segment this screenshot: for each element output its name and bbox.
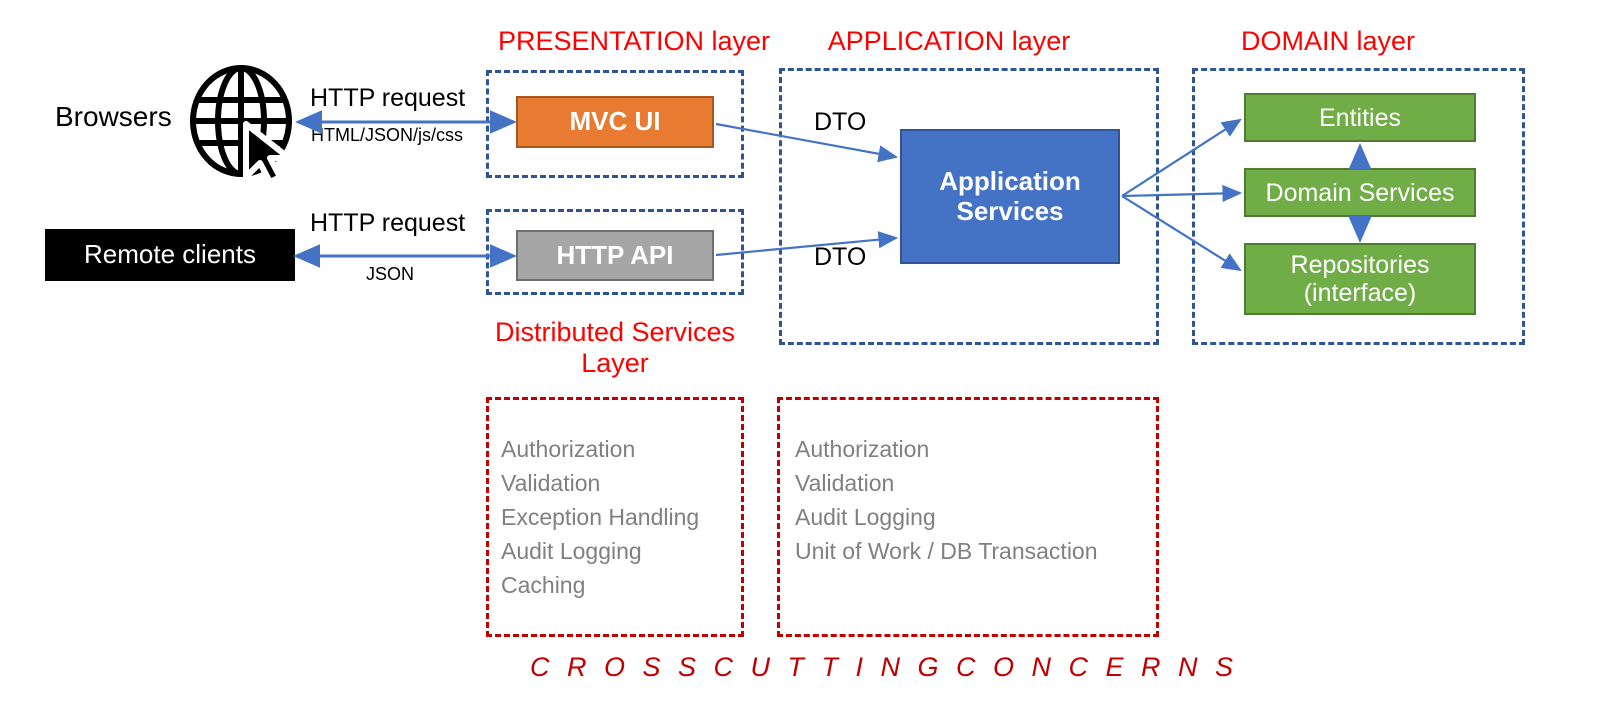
browser-response-label: HTML/JSON/js/css <box>311 125 464 145</box>
list-item: Audit Logging <box>795 504 936 531</box>
presentation-concerns-box <box>486 397 744 637</box>
list-item: Validation <box>501 470 601 497</box>
application-layer-title: APPLICATION layer <box>827 26 1071 56</box>
remote-clients-box: Remote clients <box>45 229 295 281</box>
remote-response-label: JSON <box>366 264 415 284</box>
list-item: Authorization <box>501 436 636 462</box>
dto-bottom-label: DTO <box>814 243 867 271</box>
domain-layer-title: DOMAIN layer <box>1240 26 1416 56</box>
list-item: Validation <box>795 470 895 497</box>
application-concerns-box <box>777 397 1159 637</box>
domain-services-box[interactable]: Domain Services <box>1244 168 1476 217</box>
repositories-line1: Repositories <box>1290 251 1430 279</box>
repositories-box[interactable]: Repositories (interface) <box>1244 243 1476 315</box>
application-services-line2: Services <box>956 195 1064 226</box>
list-item: Exception Handling <box>501 504 700 531</box>
cross-cutting-concerns-caption: C R O S S C U T T I N G C O N C E R N S <box>530 652 1239 682</box>
dto-top-label: DTO <box>814 108 867 136</box>
browsers-label: Browsers <box>55 101 172 132</box>
http-api-box[interactable]: HTTP API <box>516 230 714 281</box>
browser-request-label: HTTP request <box>310 84 466 112</box>
distributed-services-layer-title: Distributed Services Layer <box>490 317 740 379</box>
list-item: Audit Logging <box>501 538 642 565</box>
presentation-concerns-list: Authorization Validation Exception Handl… <box>501 432 699 602</box>
distributed-services-title-line1: Distributed Services <box>494 317 736 347</box>
application-services-line1: Application <box>939 166 1081 197</box>
entities-box[interactable]: Entities <box>1244 93 1476 142</box>
list-item: Caching <box>501 572 586 599</box>
repositories-line2: (interface) <box>1303 279 1417 307</box>
distributed-services-title-line2: Layer <box>581 348 649 379</box>
presentation-layer-title: PRESENTATION layer <box>498 26 771 56</box>
mvc-ui-box[interactable]: MVC UI <box>516 96 714 148</box>
remote-request-label: HTTP request <box>310 209 466 237</box>
list-item: Authorization <box>795 436 930 462</box>
application-services-box[interactable]: Application Services <box>900 129 1120 264</box>
application-concerns-list: Authorization Validation Audit Logging U… <box>795 432 1098 568</box>
globe-cursor-icon <box>186 64 296 185</box>
list-item: Unit of Work / DB Transaction <box>795 538 1098 565</box>
